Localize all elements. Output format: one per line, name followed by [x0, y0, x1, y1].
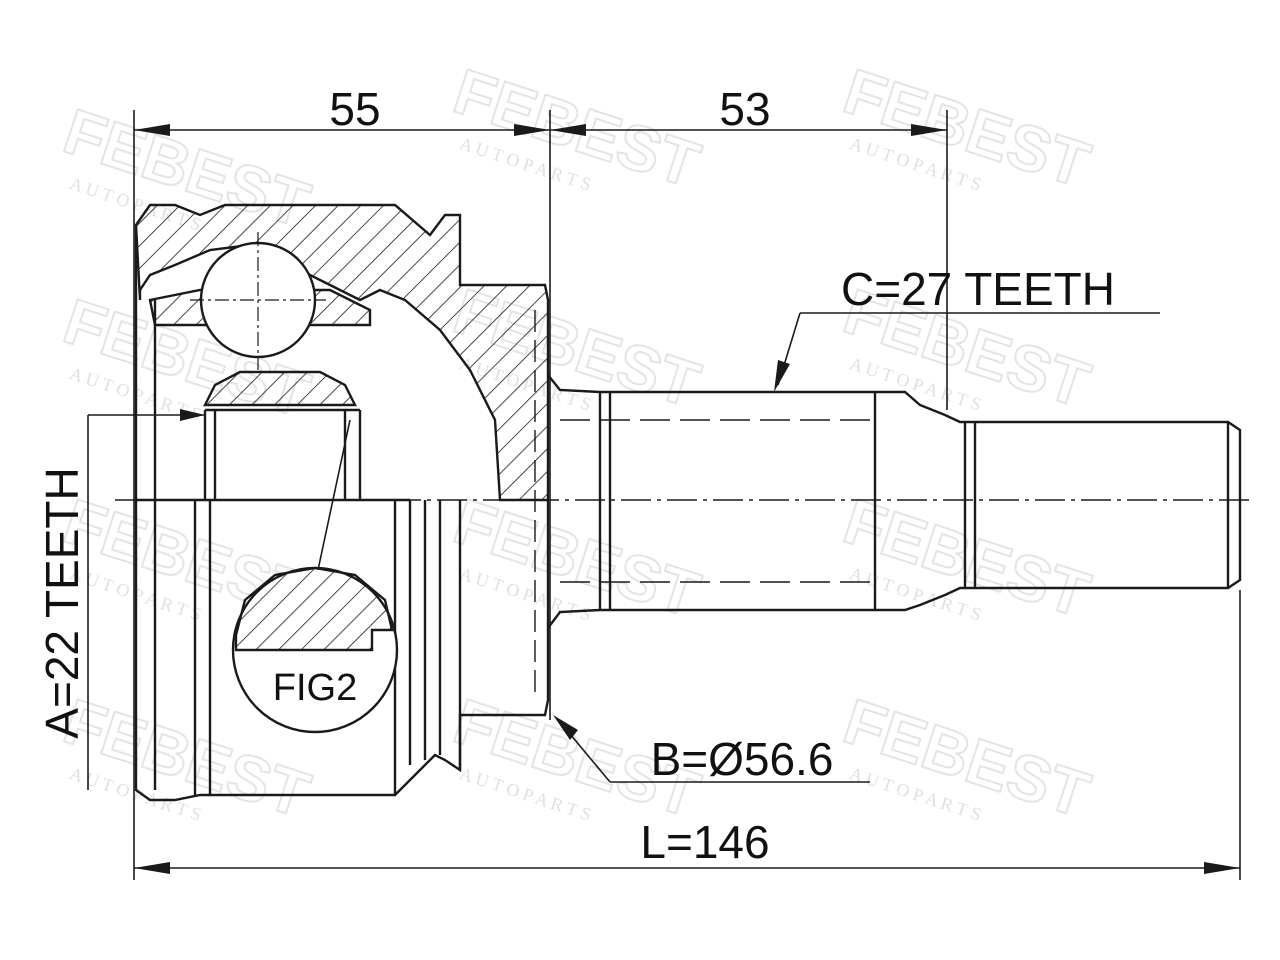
fig2-label: FIG2 [273, 667, 357, 709]
dimension-lines [87, 110, 1241, 880]
housing-lower-outline [134, 225, 550, 802]
dim-53-label: 53 [719, 83, 770, 135]
watermark-logo: FEBEST A U T O P A R T S [835, 54, 1099, 202]
fig2-detail: FIG2 [231, 419, 399, 734]
watermark-logo: FEBEST A U T O P A R T S [835, 484, 1099, 632]
dim-55-label: 55 [329, 83, 380, 135]
diameter-b-label: B=Ø56.6 [651, 733, 834, 785]
length-l-label: L=146 [640, 816, 769, 868]
spline-a-label: A=22 TEETH [36, 467, 88, 738]
stub-shaft [547, 374, 1242, 629]
spline-c-label: C=27 TEETH [841, 263, 1115, 315]
watermark-logo: FEBEST A U T O P A R T S [445, 484, 709, 632]
watermark-logo: FEBEST A U T O P A R T S [835, 684, 1099, 832]
housing-section-upper [134, 203, 550, 502]
inner-race-lower [203, 370, 357, 407]
watermark-logo: FEBEST A U T O P A R T S [445, 54, 709, 202]
